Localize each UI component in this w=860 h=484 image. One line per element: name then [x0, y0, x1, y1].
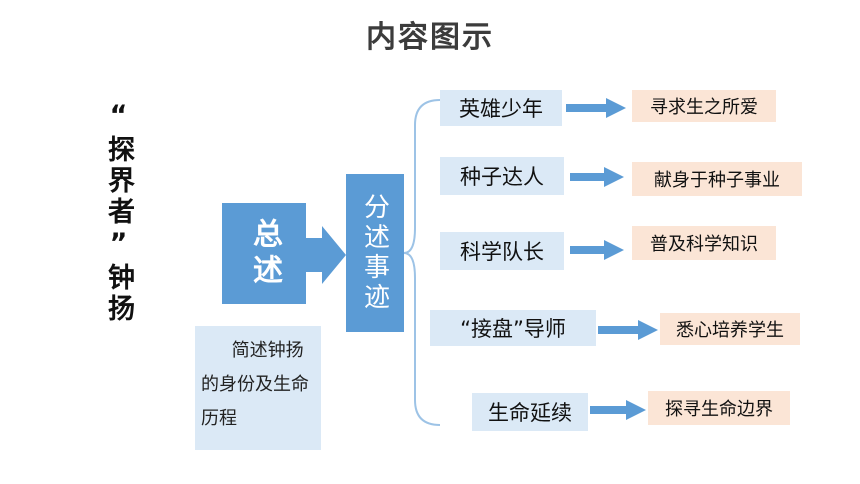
branch-topic-4: “接盘”导师: [430, 310, 596, 346]
branch-result-2: 献身于种子事业: [632, 162, 802, 196]
branch-result-5: 探寻生命边界: [648, 391, 790, 425]
page-title: 内容图示: [366, 20, 494, 55]
branch-topic-1: 英雄少年: [440, 90, 562, 126]
result-arrow-2: [570, 167, 624, 187]
summary-box: 总述: [222, 203, 306, 304]
result-arrow-5: [590, 400, 646, 420]
branch-result-4: 悉心培养学生: [660, 313, 800, 345]
branch-result-3: 普及科学知识: [632, 226, 776, 260]
result-arrows: [566, 98, 658, 420]
vertical-title: “探界者”钟扬: [103, 100, 134, 325]
branch-topic-2: 种子达人: [440, 157, 564, 195]
summary-note: 简述钟扬的身份及生命历程: [195, 326, 321, 450]
summary-arrow: [306, 226, 346, 284]
result-arrow-3: [570, 240, 624, 260]
result-arrow-4: [598, 320, 658, 340]
branch-topic-3: 科学队长: [440, 232, 564, 270]
branch-topic-5: 生命延续: [472, 393, 588, 431]
result-arrow-1: [566, 98, 626, 118]
branch-box: 分述事迹: [346, 174, 404, 332]
branch-bracket: [403, 99, 441, 426]
branch-result-1: 寻求生之所爱: [632, 90, 776, 122]
